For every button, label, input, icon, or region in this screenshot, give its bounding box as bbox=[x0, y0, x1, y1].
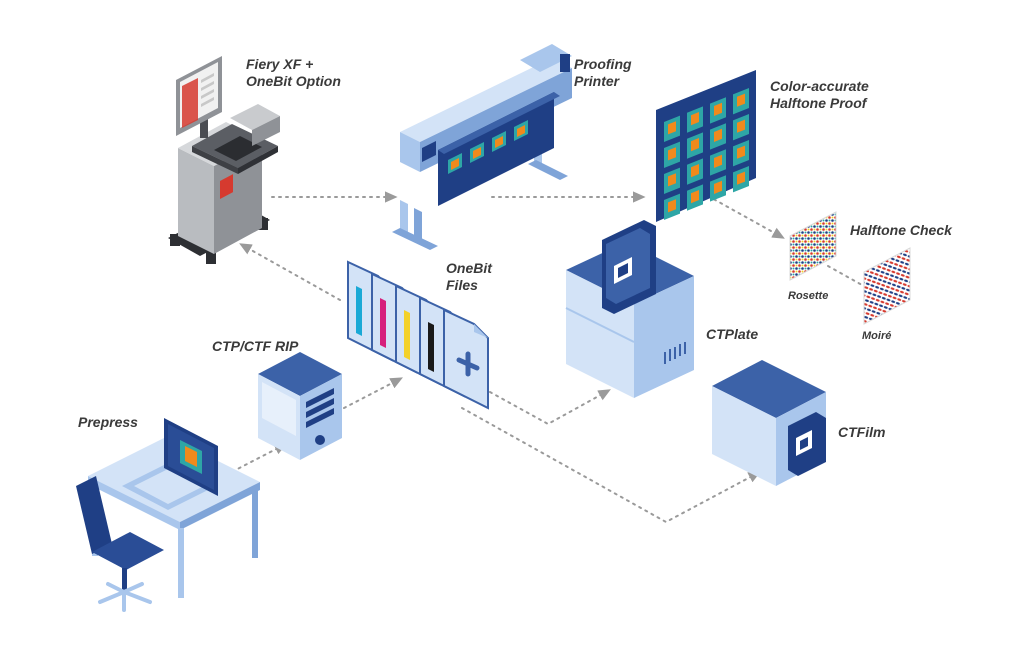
onebit-files-label-line1: OneBit bbox=[446, 260, 492, 276]
proofing-printer-icon bbox=[392, 44, 572, 250]
proofing-printer-label-line2: Printer bbox=[574, 73, 620, 89]
ctfilm-label: CTFilm bbox=[838, 424, 885, 441]
proofing-printer-label: Proofing Printer bbox=[574, 56, 632, 90]
moire-label: Moiré bbox=[862, 330, 891, 343]
moire-label-text: Moiré bbox=[862, 330, 892, 342]
proof-swatch-center bbox=[737, 119, 745, 133]
proof-swatch-center bbox=[737, 93, 745, 107]
halftone-proof-icon bbox=[656, 70, 756, 222]
arrow-rosette-to-moire bbox=[827, 265, 863, 286]
file-cyan-ink-bar bbox=[356, 286, 362, 336]
onebit-files-label-line2: Files bbox=[446, 277, 478, 293]
proof-swatch-center bbox=[714, 154, 722, 168]
file-yellow-ink-bar bbox=[404, 310, 410, 360]
rip-server-icon bbox=[258, 352, 342, 460]
ctp-rip-label: CTP/CTF RIP bbox=[212, 338, 298, 355]
proof-label-line1: Color-accurate bbox=[770, 78, 869, 94]
plus-icon bbox=[456, 351, 480, 377]
proof-swatch-center bbox=[714, 128, 722, 142]
connectors bbox=[219, 191, 863, 524]
arrow-rip-to-files bbox=[343, 377, 403, 409]
rosette-swatch bbox=[789, 211, 837, 281]
proof-swatch-center bbox=[691, 164, 699, 178]
ctplate-label: CTPlate bbox=[706, 326, 758, 343]
prepress-label-text: Prepress bbox=[78, 414, 138, 430]
proof-swatch-center bbox=[691, 190, 699, 204]
proof-swatch-center bbox=[691, 138, 699, 152]
file-composite-fold bbox=[474, 324, 488, 338]
halftone-check-label: Halftone Check bbox=[850, 222, 952, 239]
rosette-label-text: Rosette bbox=[788, 290, 829, 302]
proof-swatch-center bbox=[714, 102, 722, 116]
moire-swatch bbox=[863, 247, 911, 325]
ctfilm-label-text: CTFilm bbox=[838, 424, 886, 440]
ctplate-label-text: CTPlate bbox=[706, 326, 759, 342]
proof-swatch-center bbox=[737, 171, 745, 185]
proof-label-line2: Halftone Proof bbox=[770, 95, 867, 111]
proof-swatch-center bbox=[668, 121, 676, 135]
arrow-files-to-ctplate bbox=[489, 389, 611, 426]
rosette-label: Rosette bbox=[788, 290, 828, 303]
arrow-files-to-ctfilm bbox=[461, 407, 761, 524]
proof-swatch-center bbox=[714, 180, 722, 194]
ctfilm-device-icon bbox=[712, 360, 826, 486]
halftone-check-label-text: Halftone Check bbox=[850, 222, 952, 238]
file-black-ink-bar bbox=[428, 322, 434, 372]
arrow-proof-to-halftone bbox=[707, 195, 785, 239]
proof-swatch-center bbox=[668, 147, 676, 161]
fiery-label-line2: OneBit Option bbox=[246, 73, 341, 89]
proof-label: Color-accurate Halftone Proof bbox=[770, 78, 869, 112]
printer-media-swatches bbox=[448, 120, 528, 174]
prepress-desk-icon bbox=[76, 418, 260, 612]
proof-swatch-center bbox=[668, 199, 676, 213]
fiery-workstation-icon bbox=[168, 56, 280, 264]
prepress-label: Prepress bbox=[78, 414, 138, 431]
onebit-files-icon bbox=[347, 260, 489, 410]
ctp-rip-label-text: CTP/CTF RIP bbox=[212, 338, 299, 354]
arrow-prepress-to-rip bbox=[219, 443, 287, 479]
proof-swatch-center bbox=[668, 173, 676, 187]
proofing-printer-label-line1: Proofing bbox=[574, 56, 632, 72]
proof-swatch-center bbox=[691, 112, 699, 126]
file-magenta-ink-bar bbox=[380, 298, 386, 348]
onebit-files-label: OneBit Files bbox=[446, 260, 492, 294]
fiery-label-line1: Fiery XF + bbox=[246, 56, 314, 72]
fiery-label: Fiery XF + OneBit Option bbox=[246, 56, 341, 90]
proof-swatch-center bbox=[737, 145, 745, 159]
ctplate-device-icon bbox=[565, 220, 694, 398]
arrow-files-to-fiery bbox=[239, 243, 341, 301]
